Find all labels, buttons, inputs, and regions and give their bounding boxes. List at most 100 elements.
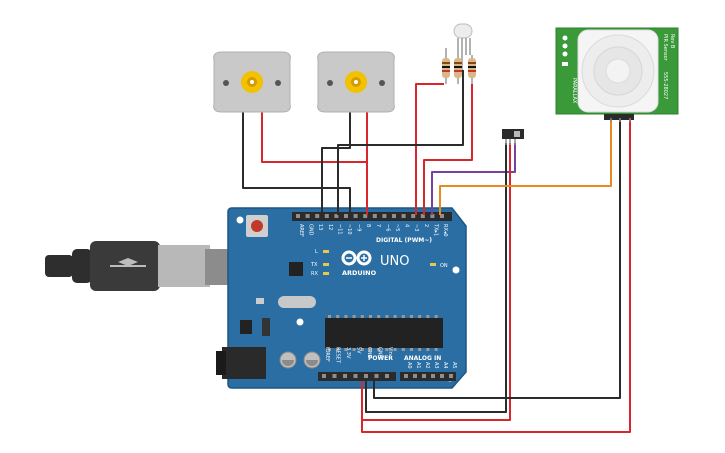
wire-red-pir[interactable] (361, 118, 631, 433)
arduino-logo-icon (341, 250, 372, 266)
power-pin[interactable] (322, 374, 326, 378)
chip-leg (426, 348, 430, 351)
chip-leg (344, 348, 348, 351)
digital-pin[interactable] (372, 214, 377, 218)
power-pin[interactable] (332, 374, 337, 378)
chip-leg (434, 315, 438, 318)
resistor[interactable] (468, 55, 476, 84)
chip-leg (377, 315, 381, 318)
power-pin-label: GND (377, 347, 383, 359)
analog-pin-label: A3 (433, 362, 439, 369)
wire-black-led-common[interactable] (337, 70, 464, 215)
arduino-brand: ARDUINO (342, 269, 377, 277)
digital-pin[interactable] (296, 214, 300, 218)
chip-leg (418, 348, 422, 351)
wire-red-led2[interactable] (423, 84, 473, 215)
digital-pin-label: ~5 (394, 224, 400, 231)
pir-header (604, 114, 634, 120)
usb-plug-metal (158, 245, 210, 287)
chip-leg (410, 348, 413, 351)
wire-red-led1[interactable] (415, 83, 444, 215)
rgb-led[interactable] (453, 23, 473, 70)
analog-pin-label: A4 (442, 362, 448, 369)
dc-motor-left[interactable] (213, 51, 291, 113)
wire-orange-pir[interactable] (439, 118, 612, 215)
digital-pin[interactable] (344, 214, 348, 218)
power-pin[interactable] (364, 374, 368, 378)
digital-pin[interactable] (324, 214, 329, 218)
chip-leg (336, 348, 340, 351)
analog-pin[interactable] (431, 374, 435, 378)
digital-pin-label: ~6 (384, 224, 390, 231)
usb-chip (289, 262, 303, 276)
wires[interactable] (242, 70, 631, 433)
chip-leg (344, 315, 348, 318)
gear-icon (241, 71, 263, 93)
resistor[interactable] (442, 48, 450, 84)
pir-part-number: 555-28027 (662, 72, 668, 99)
power-pin-label: IOREF (324, 347, 330, 362)
slide-switch[interactable] (502, 129, 524, 145)
power-pin[interactable] (353, 374, 358, 378)
chip-leg (393, 315, 397, 318)
analog-pin[interactable] (404, 374, 408, 378)
digital-pin[interactable] (401, 214, 406, 218)
wire-black-motor1[interactable] (242, 117, 351, 215)
chip-leg (352, 315, 356, 318)
dc-motor-right[interactable] (317, 51, 395, 113)
analog-pin[interactable] (413, 374, 417, 378)
digital-header (292, 212, 452, 221)
chip-leg (328, 348, 331, 351)
analog-pin[interactable] (440, 374, 444, 378)
digital-pin-label: 8 (365, 224, 371, 227)
wire-red-motor1[interactable] (261, 117, 368, 215)
digital-pin[interactable] (392, 214, 396, 218)
power-pin[interactable] (343, 374, 347, 378)
chip-leg (385, 315, 389, 318)
chip-leg (393, 348, 397, 351)
digital-pin-label: 4 (404, 224, 410, 227)
digital-pin-label: ~10 (346, 224, 352, 235)
digital-pin[interactable] (420, 214, 425, 218)
digital-pin[interactable] (382, 214, 387, 218)
analog-pin[interactable] (422, 374, 426, 378)
chip-leg (352, 348, 356, 351)
resistor[interactable] (454, 55, 462, 84)
digital-pin[interactable] (430, 214, 435, 218)
digital-pin-label: ~9 (356, 224, 362, 231)
analog-header (400, 372, 456, 381)
digital-pin[interactable] (334, 214, 339, 218)
chip-leg (336, 315, 340, 318)
pir-sensor[interactable]: PARALLAX PIR Sensor Rev B 555-28027 (555, 27, 679, 122)
led-l-label: L (315, 249, 318, 255)
led-tx-label: TX (310, 262, 318, 268)
wire-purple-switch[interactable] (431, 143, 516, 215)
digital-pin[interactable] (411, 214, 416, 218)
digital-pin[interactable] (353, 214, 358, 218)
wire-black-motor2[interactable] (321, 117, 351, 215)
wire-black-pir[interactable] (373, 118, 621, 399)
analog-pin-label: A2 (424, 362, 430, 369)
chip-leg (426, 315, 430, 318)
chip-leg (328, 315, 331, 318)
digital-pin[interactable] (440, 214, 444, 218)
analog-pin[interactable] (449, 374, 453, 378)
digital-pin-label: ~3 (413, 224, 419, 231)
analog-pin-label: A5 (451, 362, 457, 369)
chip-leg (401, 348, 405, 351)
power-pin[interactable] (374, 374, 379, 378)
digital-pin[interactable] (305, 214, 310, 218)
wire-black-switch[interactable] (365, 143, 507, 413)
power-pin-label: GND (366, 347, 372, 359)
power-pin[interactable] (385, 374, 389, 378)
power-pin-label: 5V (356, 347, 362, 354)
power-pin-label: Vin (387, 347, 393, 355)
digital-pin[interactable] (315, 214, 320, 218)
chip-leg (360, 348, 364, 351)
board-model: UNO (380, 254, 409, 269)
chip-leg (385, 348, 389, 351)
digital-pin[interactable] (363, 214, 368, 218)
